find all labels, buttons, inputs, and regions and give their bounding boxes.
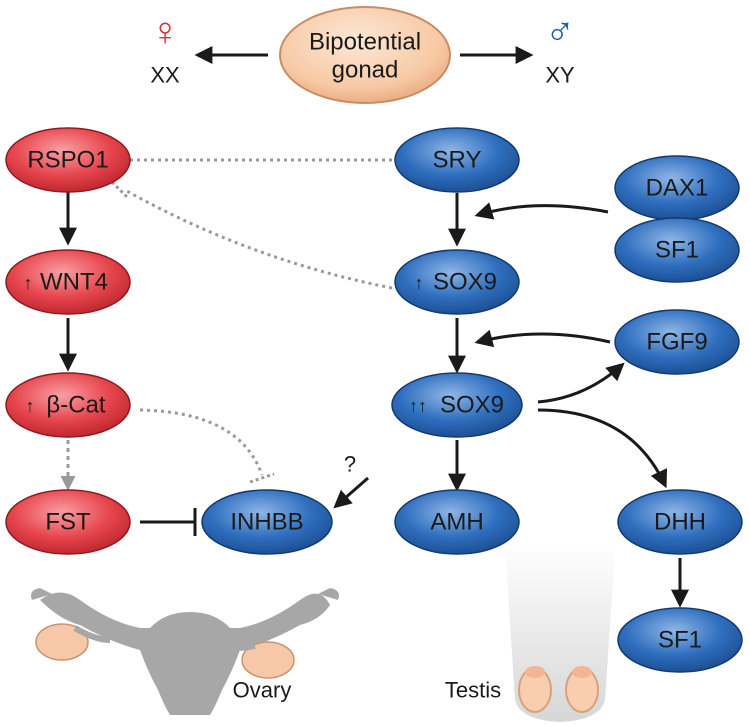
arrow-fgf9-to-sox9 [474, 329, 611, 348]
svg-text:FGF9: FGF9 [646, 329, 707, 356]
node-inhbb: INHBB [201, 489, 333, 555]
node-beta-catenin: ↑ β-Cat [5, 372, 131, 438]
female-karyotype-label: XX [150, 63, 180, 88]
node-wnt4: ↑ WNT4 [5, 249, 131, 315]
ovary-label: Ovary [233, 678, 292, 703]
up-arrow-icon: ↑ [415, 273, 424, 293]
node-dax1: DAX1 [614, 155, 740, 221]
inhibition-bar-inhbb [249, 472, 275, 484]
svg-text:SRY: SRY [433, 147, 482, 174]
node-sry: SRY [394, 127, 520, 193]
node-sf1-top: SF1 [614, 217, 740, 283]
arrow-sox9-to-dhh [537, 408, 668, 489]
bcat-inhibits-inhbb-line [139, 408, 264, 476]
svg-text:DAX1: DAX1 [646, 175, 709, 202]
node-fgf9: FGF9 [614, 309, 740, 375]
svg-text:FST: FST [45, 509, 91, 536]
node-sox9-up: ↑ SOX9 [394, 249, 520, 315]
gonad-label-line1: Bipotential [309, 29, 421, 56]
testis-illustration [505, 542, 615, 722]
sox9-inhibits-rspo1-line [124, 188, 393, 290]
node-sox9-double-up: ↑↑ SOX9 [391, 372, 523, 438]
testis-label: Testis [445, 678, 501, 703]
unknown-arrow-to-inhbb [333, 476, 369, 509]
svg-text:WNT4: WNT4 [40, 269, 108, 296]
male-karyotype-label: XY [545, 63, 575, 88]
question-mark: ? [344, 452, 356, 477]
svg-text:β-Cat: β-Cat [46, 392, 105, 419]
node-amh: AMH [394, 489, 520, 555]
up-arrow-icon: ↑ [24, 273, 33, 293]
female-symbol-icon: ♀ [150, 10, 180, 54]
svg-text:SF1: SF1 [658, 627, 702, 654]
svg-text:SF1: SF1 [655, 237, 699, 264]
ovary-illustration [31, 588, 339, 715]
svg-text:SOX9: SOX9 [433, 269, 497, 296]
double-up-arrow-icon: ↑↑ [409, 396, 427, 416]
gonad-label-line2: gonad [332, 57, 399, 84]
node-fst: FST [5, 489, 131, 555]
svg-text:AMH: AMH [430, 509, 483, 536]
inhibition-bar-rspo1-bottom [110, 180, 130, 200]
node-rspo1: RSPO1 [5, 127, 131, 193]
svg-text:DHH: DHH [654, 509, 706, 536]
bipotential-gonad-node [279, 6, 451, 104]
arrow-sox9-to-fgf9 [537, 362, 625, 404]
node-sf1-bottom: SF1 [617, 607, 743, 673]
male-symbol-icon: ♂ [545, 10, 575, 54]
up-arrow-icon: ↑ [26, 396, 35, 416]
svg-text:RSPO1: RSPO1 [27, 147, 108, 174]
arrow-dax1-sf1-to-sox9 [474, 202, 609, 220]
svg-text:INHBB: INHBB [230, 509, 303, 536]
node-dhh: DHH [617, 489, 743, 555]
svg-text:SOX9: SOX9 [440, 392, 504, 419]
